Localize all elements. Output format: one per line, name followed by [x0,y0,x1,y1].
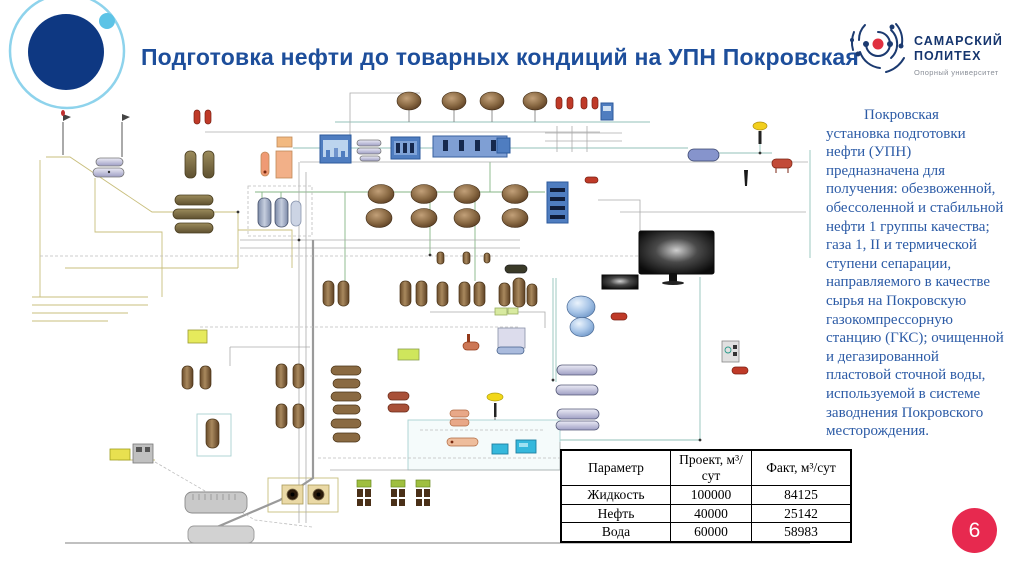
page-number: 6 [968,518,981,542]
gray-tanks-bottom [184,491,255,544]
flare-and-misc [462,121,793,417]
table-cell-project: 60000 [670,522,752,543]
table-cell-project: 100000 [670,485,752,505]
table-cell-parameter: Жидкость [560,485,671,505]
table-cell-fact: 58983 [751,522,852,543]
small-drums [92,157,125,178]
logo-name-line1: САМАРСКИЙ [914,34,1003,48]
table-cell-parameter: Вода [560,522,671,543]
orange-heaters [260,136,293,179]
table-cell-fact: 84125 [751,485,852,505]
page-title: Подготовка нефти до товарных кондиций на… [140,44,860,70]
table-cell-project: 40000 [670,503,752,524]
process-columns [322,251,538,308]
page-number-badge: 6 [952,508,997,553]
separator-tanks [365,184,529,228]
blue-panels [319,102,614,224]
concentric-waves-icon [850,23,905,73]
navy-circle [28,14,104,90]
corner-decoration [8,0,126,110]
control-boxes [109,307,519,464]
light-blue-dot [99,13,115,29]
parameters-table: Параметр Проект, м³/сут Факт, м³/сут Жид… [560,449,852,543]
lavender-vessels [496,148,720,431]
cyan-boxes [491,439,537,455]
table-cell-fact: 25142 [751,503,852,524]
red-vessels [193,96,749,375]
table-row: Нефть 40000 25142 [560,503,852,524]
pump-units [356,479,431,506]
table-row: Жидкость 100000 84125 [560,485,852,505]
logo-name-line2: ПОЛИТЕХ [914,48,982,63]
lower-vessels [181,363,410,449]
table-row: Вода 60000 58983 [560,522,852,543]
burners [281,484,330,505]
table-header-project: Проект, м³/сут [670,449,752,486]
storage-tanks-top [396,91,548,122]
dehydrator-vessels [257,197,302,228]
university-logo: САМАРСКИЙ ПОЛИТЕХ Опорный университет [846,10,1022,96]
table-cell-parameter: Нефть [560,503,671,524]
gas-spheres [566,295,596,337]
dark-tanks [601,230,715,290]
logo-subtitle: Опорный университет [914,67,999,77]
description-text: Покровская установка подготовки нефти (У… [826,107,1004,440]
light-blue-ring [8,0,126,110]
olive-vessels [172,150,215,234]
salmon-drums [446,409,479,447]
university-logo-text: САМАРСКИЙ ПОЛИТЕХ Опорный университет [914,10,1003,96]
table-header-fact: Факт, м³/сут [751,449,852,486]
flare-stacks [61,110,130,157]
table-header-parameter: Параметр [560,449,671,486]
